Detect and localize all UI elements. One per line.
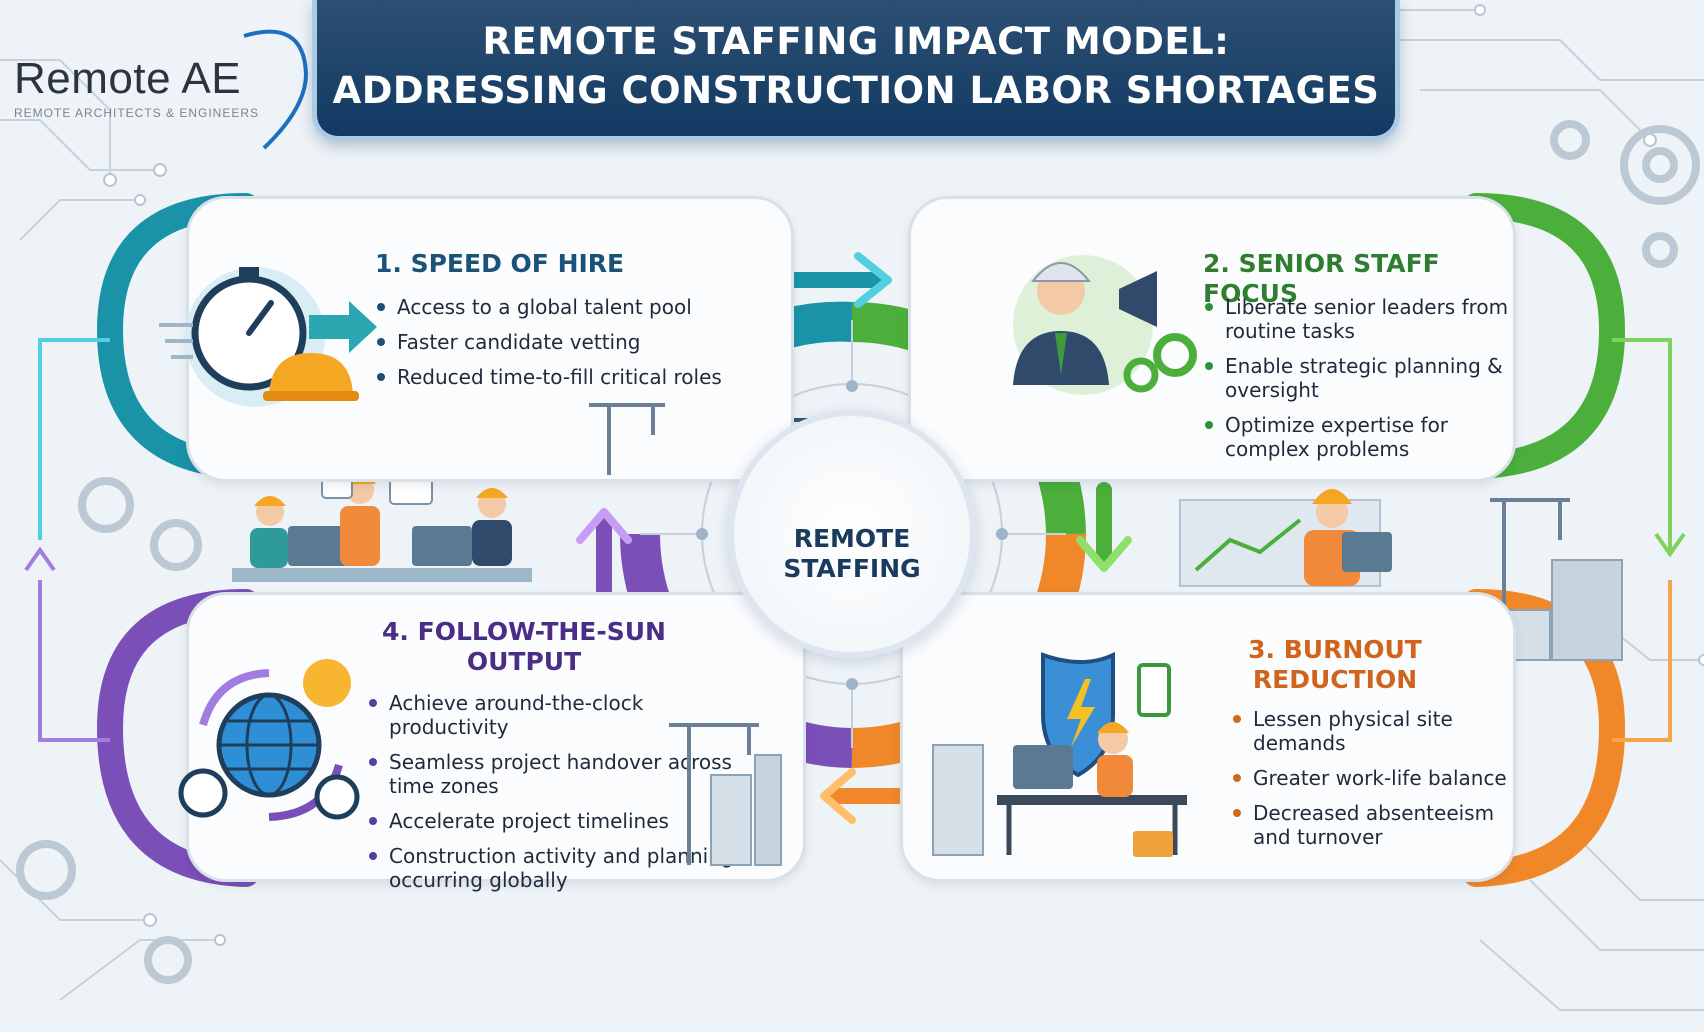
bullet-list-senior: Liberate senior leaders from routine tas… — [1203, 295, 1523, 472]
list-item: Optimize expertise for complex problems — [1203, 413, 1523, 461]
hub-label-line-1: REMOTE — [793, 524, 911, 553]
hub-label-line-2: STAFFING — [783, 554, 921, 583]
logo-tagline: REMOTE ARCHITECTS & ENGINEERS — [14, 106, 260, 120]
flow-arrows — [576, 252, 1132, 824]
executive-icon — [1013, 255, 1197, 395]
logo-wordmark: Remote AE — [14, 54, 242, 103]
title-banner: REMOTE STAFFING IMPACT MODEL: ADDRESSING… — [312, 0, 1400, 141]
crane-icon — [669, 723, 782, 866]
card-burnout-reduction: 3. BURNOUT REDUCTION Lessen physical sit… — [900, 592, 1516, 882]
card-senior-staff-focus: 2. SENIOR STAFF FOCUS Liberate senior le… — [908, 196, 1516, 482]
section-title-burnout: 3. BURNOUT REDUCTION — [1248, 635, 1422, 694]
list-item: Decreased absenteeism and turnover — [1231, 801, 1511, 849]
list-item: Seamless project handover across time zo… — [367, 750, 737, 798]
section-title-senior: 2. SENIOR STAFF FOCUS — [1203, 249, 1440, 308]
bullet-list-follow: Achieve around-the-clock productivity Se… — [367, 691, 737, 903]
location-pin-icon — [243, 29, 309, 150]
company-logo: Remote AE REMOTE ARCHITECTS & ENGINEERS — [14, 24, 314, 154]
list-item: Access to a global talent pool — [375, 295, 775, 319]
remote-staffing-hub: REMOTE STAFFING — [728, 410, 976, 658]
loop-arrowheads — [24, 532, 1686, 572]
list-item: Faster candidate vetting — [375, 330, 775, 354]
section-title-follow: 4. FOLLOW-THE-SUN OUTPUT — [382, 617, 666, 676]
card-speed-of-hire: 1. SPEED OF HIRE Access to a global tale… — [159, 196, 794, 482]
list-item: Enable strategic planning & oversight — [1203, 354, 1523, 402]
section-title-speed: 1. SPEED OF HIRE — [375, 249, 625, 278]
remote-team-scene — [232, 474, 532, 582]
globe-icon — [178, 659, 360, 821]
list-item: Lessen physical site demands — [1231, 707, 1511, 755]
list-item: Greater work-life balance — [1231, 766, 1511, 790]
list-item: Reduced time-to-fill critical roles — [375, 365, 775, 389]
outer-loop-lines — [38, 338, 1672, 742]
list-item: Construction activity and planning occur… — [367, 844, 737, 892]
gear-icon — [16, 120, 1700, 984]
engineer-scene — [1179, 489, 1623, 661]
list-item: Accelerate project timelines — [367, 809, 737, 833]
title-line-2: ADDRESSING CONSTRUCTION LABOR SHORTAGES — [332, 69, 1380, 112]
bullet-list-burnout: Lessen physical site demands Greater wor… — [1231, 707, 1511, 860]
card-follow-the-sun: 4. FOLLOW-THE-SUN OUTPUT Achieve around-… — [178, 592, 806, 892]
list-item: Achieve around-the-clock productivity — [367, 691, 737, 739]
title-line-1: REMOTE STAFFING IMPACT MODEL: — [482, 20, 1230, 63]
bullet-list-speed: Access to a global talent pool Faster ca… — [375, 295, 775, 400]
list-item: Liberate senior leaders from routine tas… — [1203, 295, 1523, 343]
relaxed-worker-icon — [932, 651, 1187, 857]
ring-nodes — [696, 380, 1008, 690]
hub-label: REMOTE STAFFING — [734, 524, 970, 584]
circuit-nodes — [103, 4, 1704, 946]
stopwatch-icon — [159, 267, 377, 407]
crane-icon — [589, 403, 665, 475]
